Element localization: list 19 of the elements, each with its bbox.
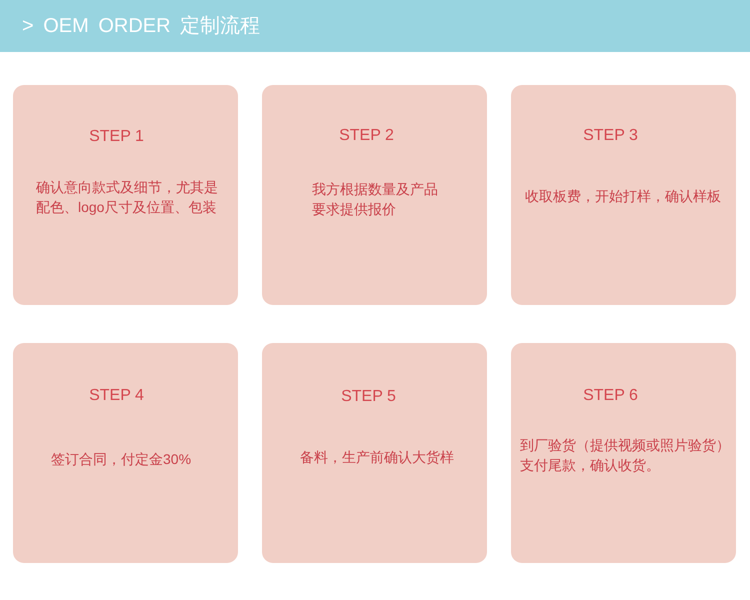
step-description: 签订合同，付定金30%	[51, 450, 192, 469]
step-description: 备料，生产前确认大货样	[300, 448, 455, 467]
step-label: STEP 3	[583, 126, 638, 146]
step-label: STEP 6	[583, 386, 638, 406]
step-card	[262, 85, 487, 305]
step-description: 到厂验货（提供视频或照片验货）支付尾款，确认收货。	[520, 436, 731, 475]
step-label: STEP 4	[89, 386, 144, 406]
step-description: 我方根据数量及产品要求提供报价	[312, 180, 439, 219]
step-description: 收取板费，开始打样，确认样板	[525, 187, 722, 206]
step-card	[511, 343, 736, 563]
step-label: STEP 2	[339, 126, 394, 146]
step-description: 确认意向款式及细节，尤其是配色、logo尺寸及位置、包装	[36, 178, 219, 217]
step-card	[511, 85, 736, 305]
step-label: STEP 5	[341, 387, 396, 407]
title-text: > OEM ORDER 定制流程	[22, 14, 260, 38]
step-card	[13, 85, 238, 305]
step-label: STEP 1	[89, 127, 144, 147]
step-card	[13, 343, 238, 563]
step-card	[262, 343, 487, 563]
